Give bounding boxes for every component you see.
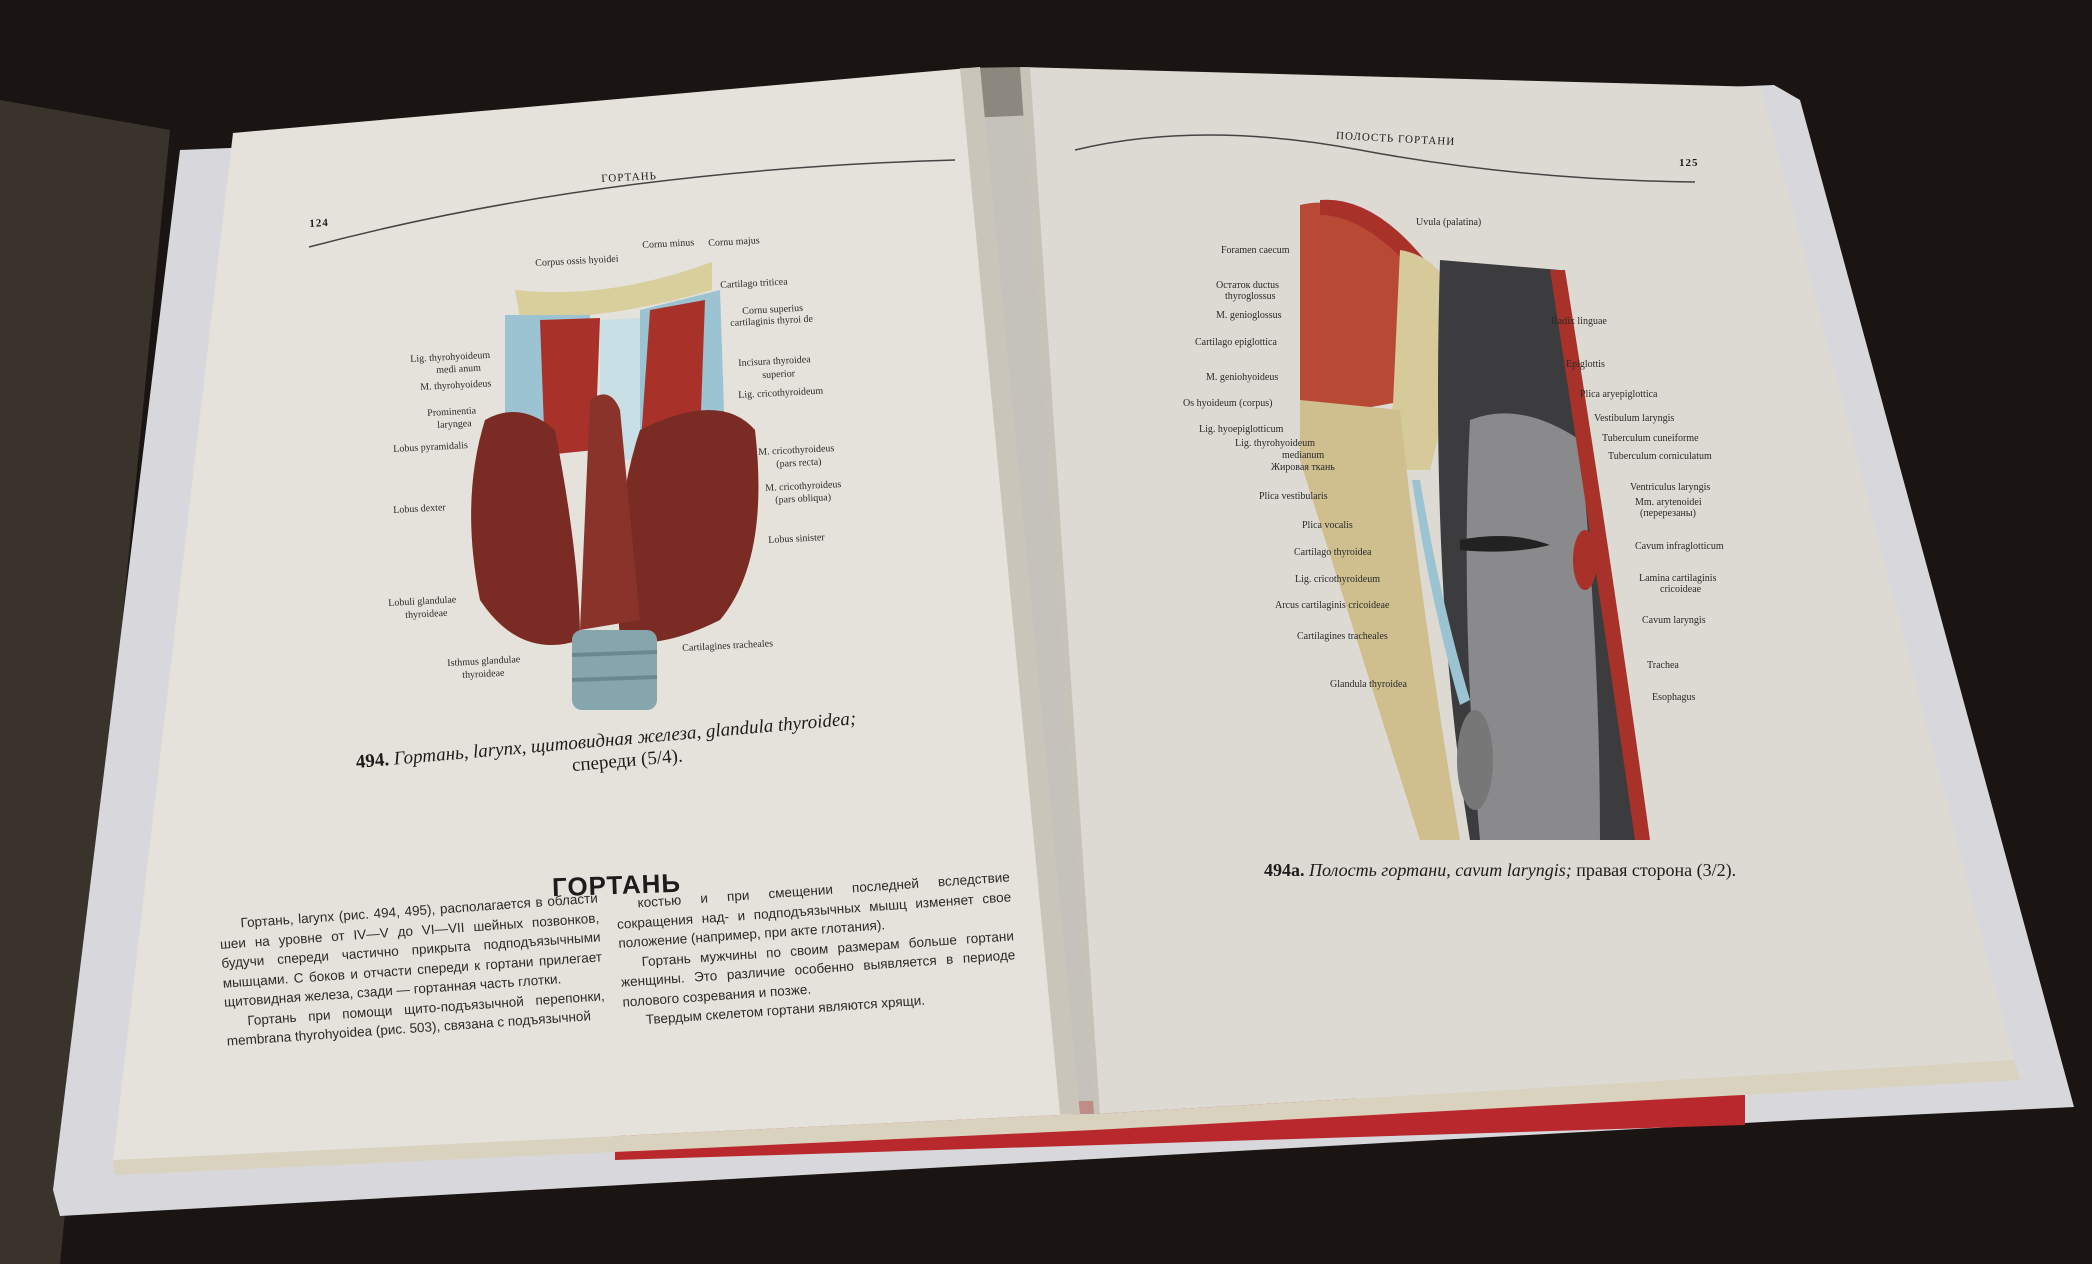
figure-label: medianum <box>1282 450 1325 461</box>
figure-label: Cavum infraglotticum <box>1635 541 1724 552</box>
body-column-2: костью и при смещении последней вследств… <box>615 867 1019 1031</box>
figure-label: (pars recta) <box>776 456 822 470</box>
figure-label: Trachea <box>1647 660 1679 671</box>
figure-label: Lamina cartilaginis <box>1639 573 1717 584</box>
figure-label: laryngea <box>437 418 472 431</box>
figure-label: Esophagus <box>1652 692 1696 703</box>
caption-italic: Полость гортани, cavum laryngis; <box>1309 860 1572 880</box>
figure-label: Cartilagines tracheales <box>1297 631 1388 642</box>
figure-label: Жировая ткань <box>1271 462 1335 473</box>
figure-label: M. genioglossus <box>1216 310 1282 321</box>
figure-label: thyroglossus <box>1225 291 1276 302</box>
figure-label: thyroideae <box>462 667 505 681</box>
figure-label: Cavum laryngis <box>1642 615 1706 626</box>
caption-number: 494. <box>355 749 390 773</box>
figure-494a-caption: 494а. Полость гортани, cavum laryngis; п… <box>1264 860 1736 881</box>
caption-text: правая сторона (3/2). <box>1576 860 1737 880</box>
page-edges-bottom <box>113 1060 2020 1175</box>
larynx-cavity-illustration <box>1300 199 1650 840</box>
figure-label: Plica aryepiglottica <box>1580 389 1658 400</box>
gutter-shadow <box>960 67 1100 1114</box>
figure-label: Uvula (palatina) <box>1416 217 1482 228</box>
figure-label: Radix linguae <box>1551 316 1607 327</box>
figure-label: Arcus cartilaginis cricoideae <box>1275 600 1390 611</box>
figure-label: Lig. thyrohyoideum <box>1235 438 1315 449</box>
figure-label: Cartilago thyroidea <box>1294 547 1372 558</box>
figure-label: thyroideae <box>405 607 448 621</box>
left-page-number: 124 <box>309 216 330 230</box>
table-left-surface <box>0 100 170 1264</box>
figure-label: Lig. cricothyroideum <box>1295 574 1380 585</box>
figure-label: Lig. hyoepiglotticum <box>1199 424 1284 435</box>
right-header-rule <box>1074 134 1696 183</box>
figure-label: Plica vocalis <box>1302 520 1353 531</box>
figure-label: Os hyoideum (corpus) <box>1183 398 1273 409</box>
figure-label: Epiglottis <box>1566 359 1605 370</box>
right-page-number: 125 <box>1679 157 1699 169</box>
figure-label: superior <box>762 368 796 381</box>
figure-label: Plica vestibularis <box>1259 491 1328 502</box>
figure-label: Glandula thyroidea <box>1330 679 1407 690</box>
figure-label: Tuberculum cuneiforme <box>1602 433 1699 444</box>
figure-label: Tuberculum corniculatum <box>1608 451 1712 462</box>
figure-label: Остаток ductus <box>1216 280 1280 291</box>
thyroid-illustration <box>471 262 759 710</box>
figure-label: (перерезаны) <box>1640 508 1696 519</box>
figure-label: cricoideae <box>1660 584 1702 595</box>
body-column-1: Гортань, larynx (рис. 494, 495), распола… <box>218 888 607 1051</box>
figure-label: Vestibulum laryngis <box>1594 413 1675 424</box>
figure-label: Ventriculus laryngis <box>1630 482 1711 493</box>
figure-label: Mm. arytenoidei <box>1635 497 1702 508</box>
figure-label: Cartilago epiglottica <box>1195 337 1277 348</box>
left-header-rule <box>308 159 956 248</box>
caption-number: 494а. <box>1264 860 1305 880</box>
figure-label: medi anum <box>436 362 482 376</box>
figure-label: Foramen caecum <box>1221 245 1290 256</box>
figure-label: M. geniohyoideus <box>1206 372 1279 383</box>
